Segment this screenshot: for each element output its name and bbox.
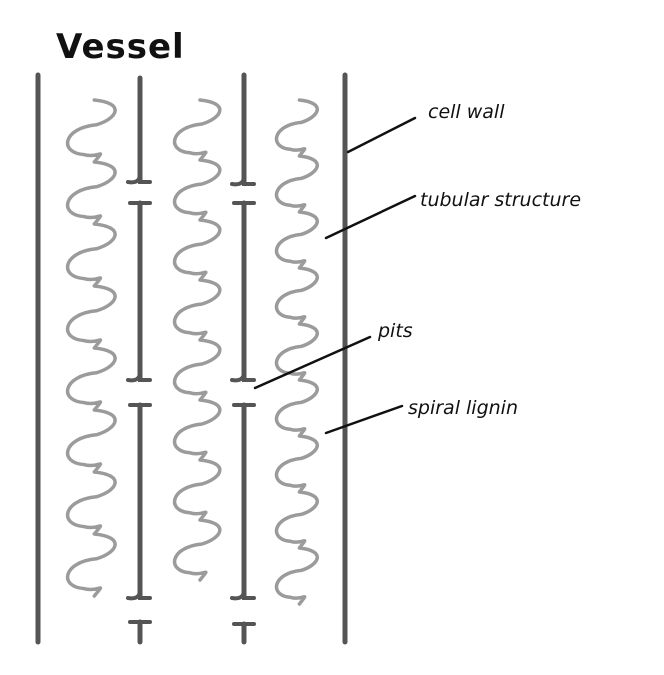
label-pits: pits: [377, 320, 413, 342]
leader-pits: [253, 335, 372, 390]
spiral-right: [274, 98, 319, 606]
pit: [126, 371, 152, 383]
spiral-middle: [172, 98, 222, 582]
leader-cell-wall: [346, 116, 417, 154]
spiral-left: [65, 98, 117, 598]
inner-walls-group: [126, 72, 256, 645]
label-spiral-lignin: spiral lignin: [408, 397, 518, 419]
label-tubular-structure: tubular structure: [420, 189, 581, 211]
pit: [230, 371, 256, 383]
leader-tubular-structure: [324, 194, 417, 240]
pit: [126, 173, 152, 185]
spiral-lignin-group: [65, 98, 319, 606]
pit: [230, 589, 256, 601]
label-cell-wall: cell wall: [428, 101, 505, 123]
pit: [230, 175, 256, 187]
leader-spiral-lignin: [324, 404, 404, 435]
pit: [126, 589, 152, 601]
diagram-title: Vessel: [56, 27, 185, 67]
